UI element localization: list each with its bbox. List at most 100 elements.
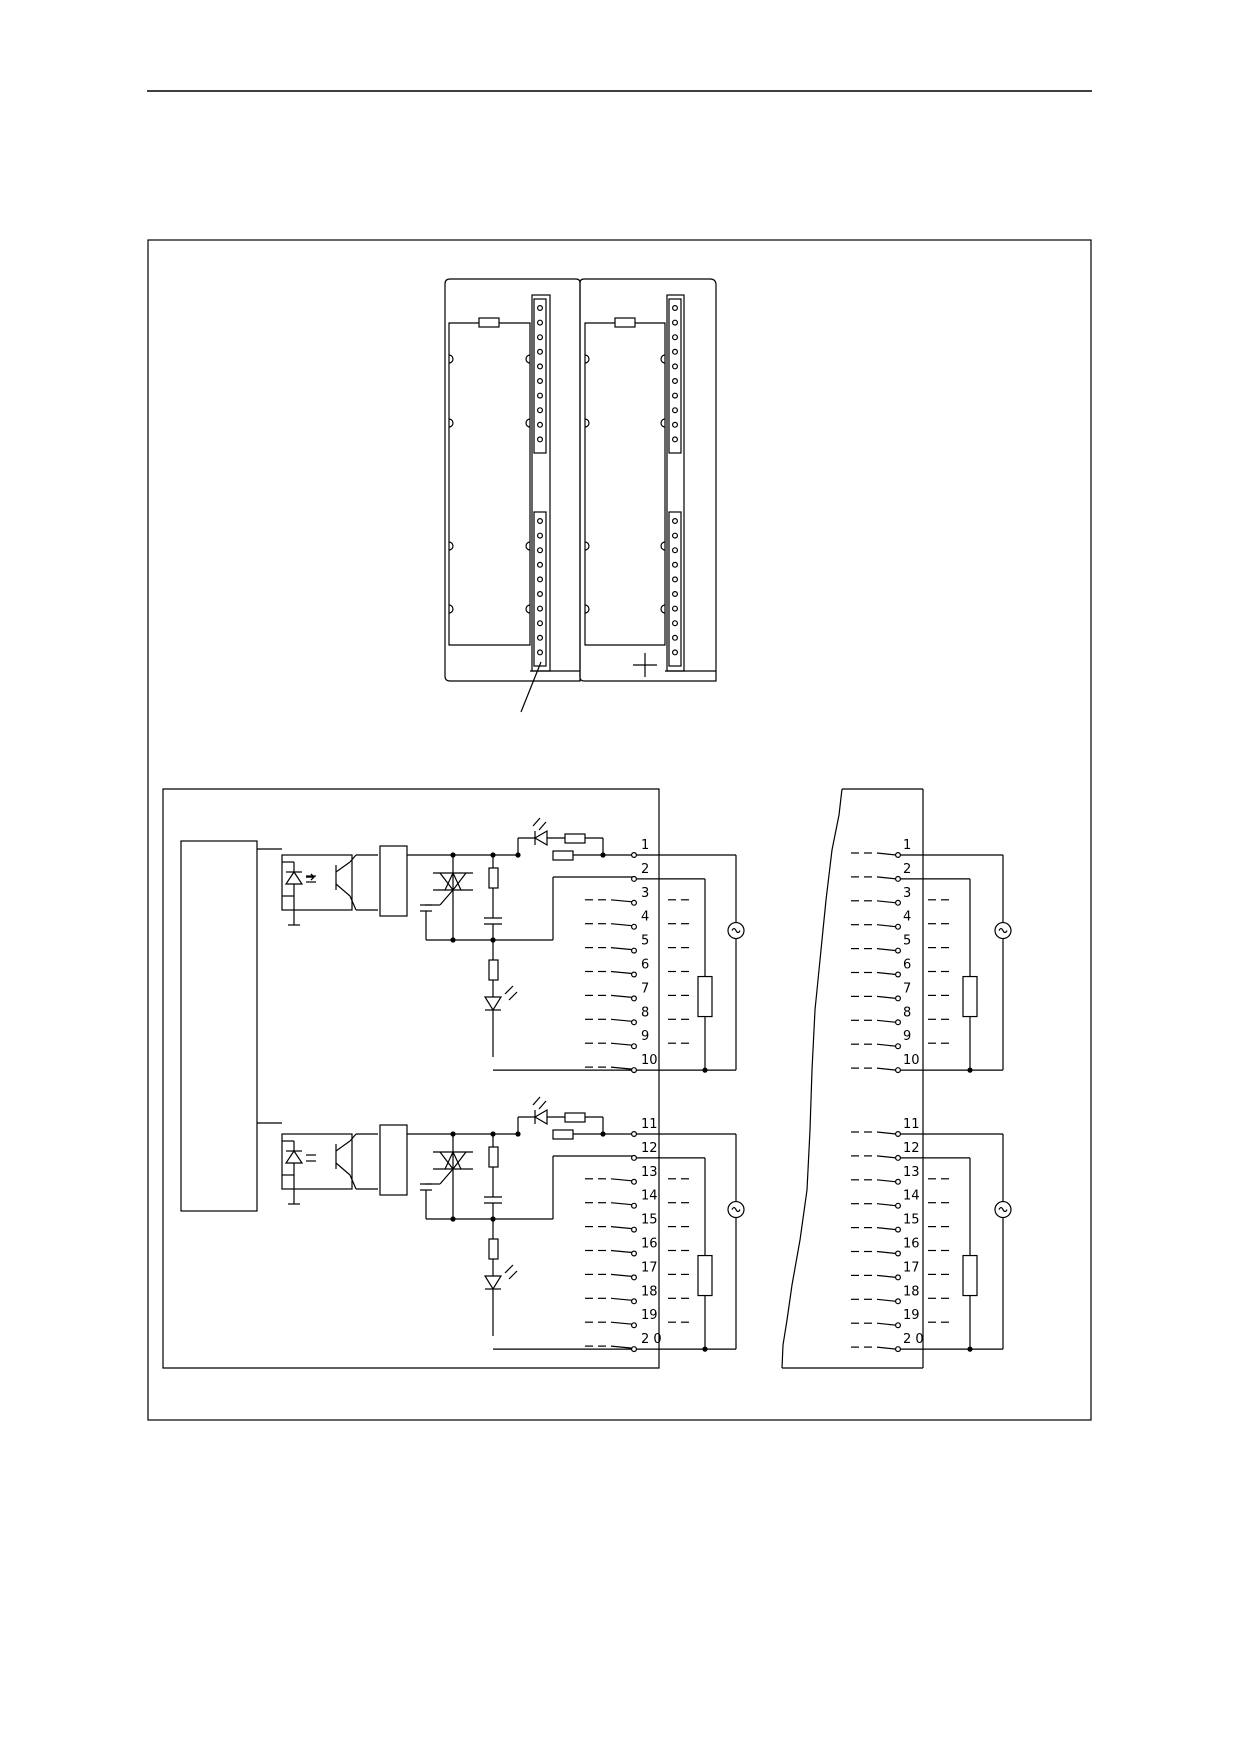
- terminal-lead: [876, 1250, 897, 1255]
- terminal-number: 10: [903, 1053, 920, 1068]
- terminal-icon: [894, 1298, 901, 1305]
- triac-icon: [444, 871, 462, 891]
- terminal-icon: [671, 649, 678, 656]
- phototransistor-icon: [335, 861, 351, 873]
- terminal-icon: [630, 1346, 637, 1353]
- led-icon: [284, 1149, 304, 1164]
- junction-dot: [702, 1346, 708, 1352]
- load-icon: [697, 1254, 713, 1297]
- terminal-number: 2: [641, 862, 649, 877]
- terminal-icon: [671, 421, 678, 428]
- terminal-icon: [671, 620, 678, 627]
- resistor-icon: [614, 317, 636, 328]
- terminal-icon: [671, 590, 678, 597]
- terminal-number: 7: [641, 981, 649, 996]
- strip-notches: [448, 354, 666, 614]
- terminal-number: 2 0: [641, 1332, 662, 1347]
- terminal-number: 15: [903, 1213, 920, 1228]
- wire: [349, 854, 357, 863]
- terminal-icon: [894, 1043, 901, 1050]
- terminal-lead: [876, 1043, 897, 1047]
- terminal-lead: [876, 1322, 897, 1326]
- terminal-lead: [610, 1066, 633, 1070]
- terminal-number: 13: [641, 1165, 658, 1180]
- terminal-number: 1: [641, 838, 649, 853]
- terminal-icon: [536, 547, 543, 554]
- terminal-icon: [671, 605, 678, 612]
- labelling-strip-left: [448, 322, 531, 646]
- terminal-number: 8: [641, 1005, 649, 1020]
- terminal-lead: [610, 947, 633, 951]
- pointer-line: [520, 661, 542, 713]
- ac-source-icon: [731, 1206, 741, 1213]
- terminal-number: 11: [641, 1117, 658, 1132]
- terminal-icon: [630, 1178, 637, 1185]
- load-icon: [962, 1254, 978, 1297]
- resistor-icon: [488, 867, 499, 889]
- terminal-lead: [610, 1202, 633, 1206]
- terminal-number: 9: [641, 1029, 649, 1044]
- terminal-icon: [894, 923, 901, 930]
- terminal-icon: [894, 875, 901, 882]
- terminal-icon: [630, 1019, 637, 1026]
- terminal-lead: [876, 1155, 897, 1159]
- terminal-number: 5: [641, 934, 649, 949]
- terminal-number: 3: [641, 886, 649, 901]
- terminal-icon: [671, 547, 678, 554]
- light-arrow-icon: [538, 821, 547, 831]
- led-icon: [533, 1108, 548, 1126]
- backplane-bus-block: [180, 840, 258, 1212]
- figure-frame: [147, 239, 1092, 1421]
- terminal-number: 17: [903, 1260, 920, 1275]
- output-channel: [281, 817, 634, 1057]
- terminal-icon: [894, 899, 901, 906]
- driver-block: [379, 1124, 408, 1196]
- front-connector-right: [666, 294, 685, 672]
- light-arrow-icon: [532, 817, 541, 827]
- terminal-icon: [630, 899, 637, 906]
- terminal-icon: [536, 649, 543, 656]
- terminal-icon: [630, 1250, 637, 1257]
- terminal-icon: [536, 436, 543, 443]
- phototransistor-icon: [335, 883, 351, 897]
- torn-edge: [781, 788, 843, 1369]
- terminal-icon: [630, 1067, 637, 1074]
- terminal-lead: [610, 994, 633, 998]
- led-icon: [533, 829, 548, 847]
- terminal-block: [668, 298, 682, 454]
- terminal-icon: [630, 971, 637, 978]
- terminal-icon: [536, 620, 543, 627]
- module-left-housing: [444, 278, 581, 682]
- junction-dot: [490, 1131, 496, 1137]
- terminal-lead: [610, 923, 633, 927]
- terminal-icon: [894, 851, 901, 858]
- terminal-lead: [876, 1131, 897, 1135]
- ac-source-icon: [731, 927, 741, 934]
- terminal-number: 2: [903, 862, 911, 877]
- terminal-lead: [876, 1298, 897, 1302]
- terminal-number: 11: [903, 1117, 920, 1132]
- terminal-lead: [610, 1273, 633, 1277]
- led-icon: [483, 996, 503, 1012]
- terminal-icon: [536, 392, 543, 399]
- terminal-icon: [536, 305, 543, 312]
- terminal-lead: [876, 995, 897, 999]
- junction-dot: [967, 1067, 973, 1073]
- terminal-icon: [536, 590, 543, 597]
- terminal-icon: [630, 1274, 637, 1281]
- terminal-number: 2 0: [903, 1332, 924, 1347]
- terminal-number: 1: [903, 838, 911, 853]
- terminal-number: 4: [641, 910, 649, 925]
- module-boundary: [162, 788, 660, 1369]
- front-connector-left: [531, 294, 551, 672]
- terminal-icon: [630, 947, 637, 954]
- terminal-icon: [536, 605, 543, 612]
- wire: [349, 895, 357, 911]
- terminal-icon: [671, 334, 678, 341]
- terminal-icon: [894, 1202, 901, 1209]
- terminal-icon: [671, 392, 678, 399]
- terminal-icon: [894, 1250, 901, 1257]
- optocoupler-icon: [281, 854, 353, 911]
- terminal-block: [533, 298, 547, 454]
